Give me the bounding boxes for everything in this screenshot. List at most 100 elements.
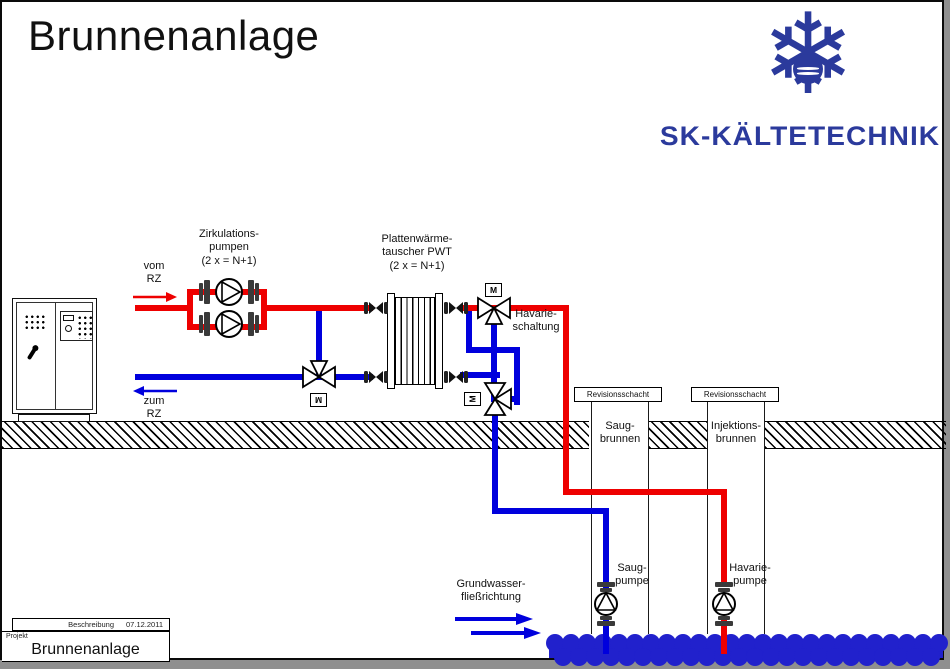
- label-line: fließrichtung: [461, 591, 521, 604]
- label-saugpumpe: Saug- pumpe: [615, 562, 649, 589]
- ground-hatch-left: [2, 421, 589, 449]
- flange-valve-icon: [444, 371, 468, 383]
- panel-keypad: [77, 315, 92, 339]
- plate-heat-exchanger: [395, 297, 435, 385]
- cabinet-base: [18, 414, 90, 422]
- revisionsschacht-box-right: Revisionsschacht: [691, 387, 779, 402]
- wave-line: [797, 72, 819, 75]
- cabinet-door-divider: [55, 302, 56, 410]
- wave-line: [797, 67, 819, 70]
- pipe-warm-ground-drop: [563, 305, 569, 495]
- groundwater-arrow-icon: [455, 613, 533, 625]
- label-line: zum: [143, 395, 165, 407]
- projekt-label: Projekt: [6, 633, 28, 640]
- valve-motor-box: M: [485, 283, 502, 297]
- circulation-pump-icon: [199, 310, 259, 338]
- pipe-cold-well-drop: [603, 508, 609, 588]
- zum-rz-arrow-icon: [133, 386, 177, 396]
- revisionsschacht-box-left: Revisionsschacht: [574, 387, 662, 402]
- label-line: (2 x = N+1): [389, 259, 445, 272]
- hx-end-plate-right: [435, 293, 443, 389]
- pipe-warm-inlet: [135, 305, 193, 311]
- flange-valve-icon: [364, 302, 388, 314]
- beschreibung-label: Beschreibung: [68, 620, 115, 629]
- title-block: Projekt Brunnenanlage: [2, 631, 170, 662]
- label-saugbrunnen: Saug- brunnen: [600, 420, 640, 447]
- pipe-warm-split-right: [261, 289, 267, 330]
- sun-wave-icon: [793, 54, 823, 84]
- motor-label: M: [489, 285, 498, 295]
- label-line: pumpe: [733, 575, 767, 588]
- cabinet-doors: [16, 302, 93, 410]
- label-line: vom: [143, 260, 165, 272]
- label-line: brunnen: [715, 433, 757, 446]
- label-line: Saug-: [605, 420, 635, 432]
- groundwater-band: [546, 634, 948, 666]
- logo-text: SK-KÄLTETECHNIK: [659, 121, 941, 151]
- label-line: Havarie-: [515, 308, 557, 320]
- pipe-cold-center-riser: [491, 314, 497, 402]
- label-zum-rz: zum RZ: [144, 395, 165, 422]
- three-way-valve-havarie-bottom: [483, 382, 512, 416]
- shaft-label: Revisionsschacht: [703, 390, 767, 399]
- label-line: (2 x = N+1): [201, 254, 257, 267]
- ground-hatch-middle: [649, 421, 707, 449]
- motor-label: M: [467, 395, 478, 403]
- pipe-warm-to-well: [563, 489, 727, 495]
- project-name: Brunnenanlage: [31, 641, 140, 658]
- panel-display: [63, 315, 74, 321]
- label-zirkulationspumpen: Zirkulations- pumpen (2 x = N+1): [199, 228, 259, 268]
- label-line: RZ: [146, 408, 162, 421]
- pipe-cold-havarie-v: [514, 347, 520, 405]
- pipe-warm-well-drop: [721, 489, 727, 586]
- cabinet-control-panel: [60, 311, 93, 341]
- well-injektionsbrunnen: [707, 401, 765, 634]
- label-line: Plattenwärme-: [381, 233, 453, 245]
- valve-motor-box: M: [310, 393, 327, 407]
- ground-hatch-right: [765, 421, 946, 449]
- flange-valve-icon: [364, 371, 388, 383]
- circulation-pump-icon: [199, 278, 259, 306]
- label-line: Saug-: [617, 562, 647, 574]
- hx-end-plate-left: [387, 293, 395, 389]
- pipe-cold-suction: [603, 620, 609, 654]
- three-way-valve-havarie-top: [477, 296, 511, 325]
- title-block-header: Beschreibung 07.12.2011: [12, 618, 170, 631]
- flange-valve-icon: [444, 302, 468, 314]
- cabinet-button-grid: [24, 314, 47, 331]
- pipe-warm-to-hx: [261, 305, 373, 311]
- pipe-cold-hx-out: [460, 372, 500, 378]
- pipe-warm-injection: [721, 620, 727, 654]
- pipe-cold-to-well: [492, 508, 609, 514]
- date-value: 07.12.2011: [126, 620, 163, 629]
- pipe-cold-havarie-drop: [466, 311, 472, 353]
- label-pwt: Plattenwärme- tauscher PWT (2 x = N+1): [382, 233, 453, 273]
- label-line: brunnen: [599, 433, 641, 446]
- label-grundwasser: Grundwasser- fließrichtung: [456, 578, 525, 605]
- label-line: RZ: [146, 273, 162, 286]
- label-havarieschaltung: Havarie- schaltung: [512, 308, 559, 335]
- label-havariepumpe: Havarie- pumpe: [729, 562, 771, 589]
- label-line: Grundwasser-: [456, 578, 526, 590]
- three-way-valve-mixing: [302, 360, 336, 389]
- saugpumpe-icon: [594, 582, 618, 626]
- pipe-warm-hx-out: [460, 305, 569, 311]
- motor-label: M: [314, 395, 323, 405]
- label-line: schaltung: [512, 321, 560, 334]
- vom-rz-arrow-icon: [133, 292, 177, 302]
- groundwater-arrow-icon: [471, 627, 541, 639]
- label-line: pumpe: [615, 575, 649, 588]
- pipe-cold-main: [135, 374, 373, 380]
- page-title: Brunnenanlage: [28, 12, 320, 59]
- label-line: Injektions-: [710, 420, 762, 432]
- label-line: tauscher PWT: [382, 246, 452, 259]
- pipe-cold-bypass-riser: [316, 311, 322, 377]
- label-line: Zirkulations-: [199, 228, 259, 240]
- pipe-cold-ground-drop: [492, 408, 498, 514]
- valve-motor-box: M: [464, 392, 481, 406]
- pipe-cold-havarie-h: [466, 347, 520, 353]
- label-line: Havarie-: [729, 562, 771, 574]
- label-vom-rz: vom RZ: [144, 260, 165, 287]
